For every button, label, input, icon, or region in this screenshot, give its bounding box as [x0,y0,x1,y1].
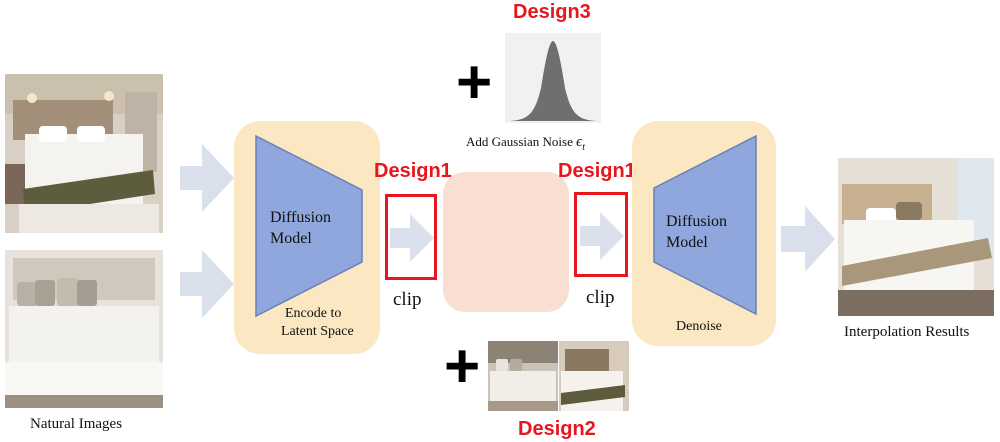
output-arrow [781,206,835,272]
encode-line2: Latent Space [281,324,354,339]
denoise-label: Denoise [676,319,722,334]
encoder-trapezoid [255,134,363,318]
decoder-model-label: Diffusion Model [666,211,727,253]
encode-line1: Encode to [285,306,342,321]
decoder-trapezoid [653,134,757,316]
latent-block [443,172,569,312]
encode-label: Encode to Latent Space [281,305,354,341]
gaussian-noise-caption: Add Gaussian Noise ϵt [466,134,585,153]
natural-image-top [5,74,163,233]
design2-label: Design2 [518,418,596,440]
encoder-model-line1: Diffusion [270,209,332,226]
plus-images: + [444,332,481,401]
noise-epsilon-symbol: ϵt [576,134,585,153]
interpolation-result-image [838,158,994,316]
clip-right-label: clip [586,287,615,308]
design1-left-label: Design1 [374,160,452,182]
reference-image-a [488,341,558,411]
design1-left-box [385,194,437,280]
design1-right-label: Design1 [558,160,636,182]
interpolation-results-caption: Interpolation Results [844,324,970,340]
plus-noise: + [456,48,493,117]
natural-image-bottom [5,250,163,408]
design3-label: Design3 [513,1,591,23]
decoder-model-line1: Diffusion [666,213,728,230]
encoder-model-label: Diffusion Model [270,207,331,249]
decoder-model-line2: Model [666,234,708,251]
encoder-model-line2: Model [270,230,312,247]
clip-arrow-right [580,212,624,260]
natural-images-caption: Natural Images [30,416,123,432]
input-arrow-top [180,144,234,212]
clip-left-label: clip [393,289,422,310]
clip-arrow-left [390,214,434,262]
gaussian-noise-plot [505,33,601,123]
design1-right-box [574,192,628,277]
reference-image-b [559,341,629,411]
gaussian-noise-text: Add Gaussian Noise [466,134,573,149]
input-arrow-bottom [180,250,234,318]
